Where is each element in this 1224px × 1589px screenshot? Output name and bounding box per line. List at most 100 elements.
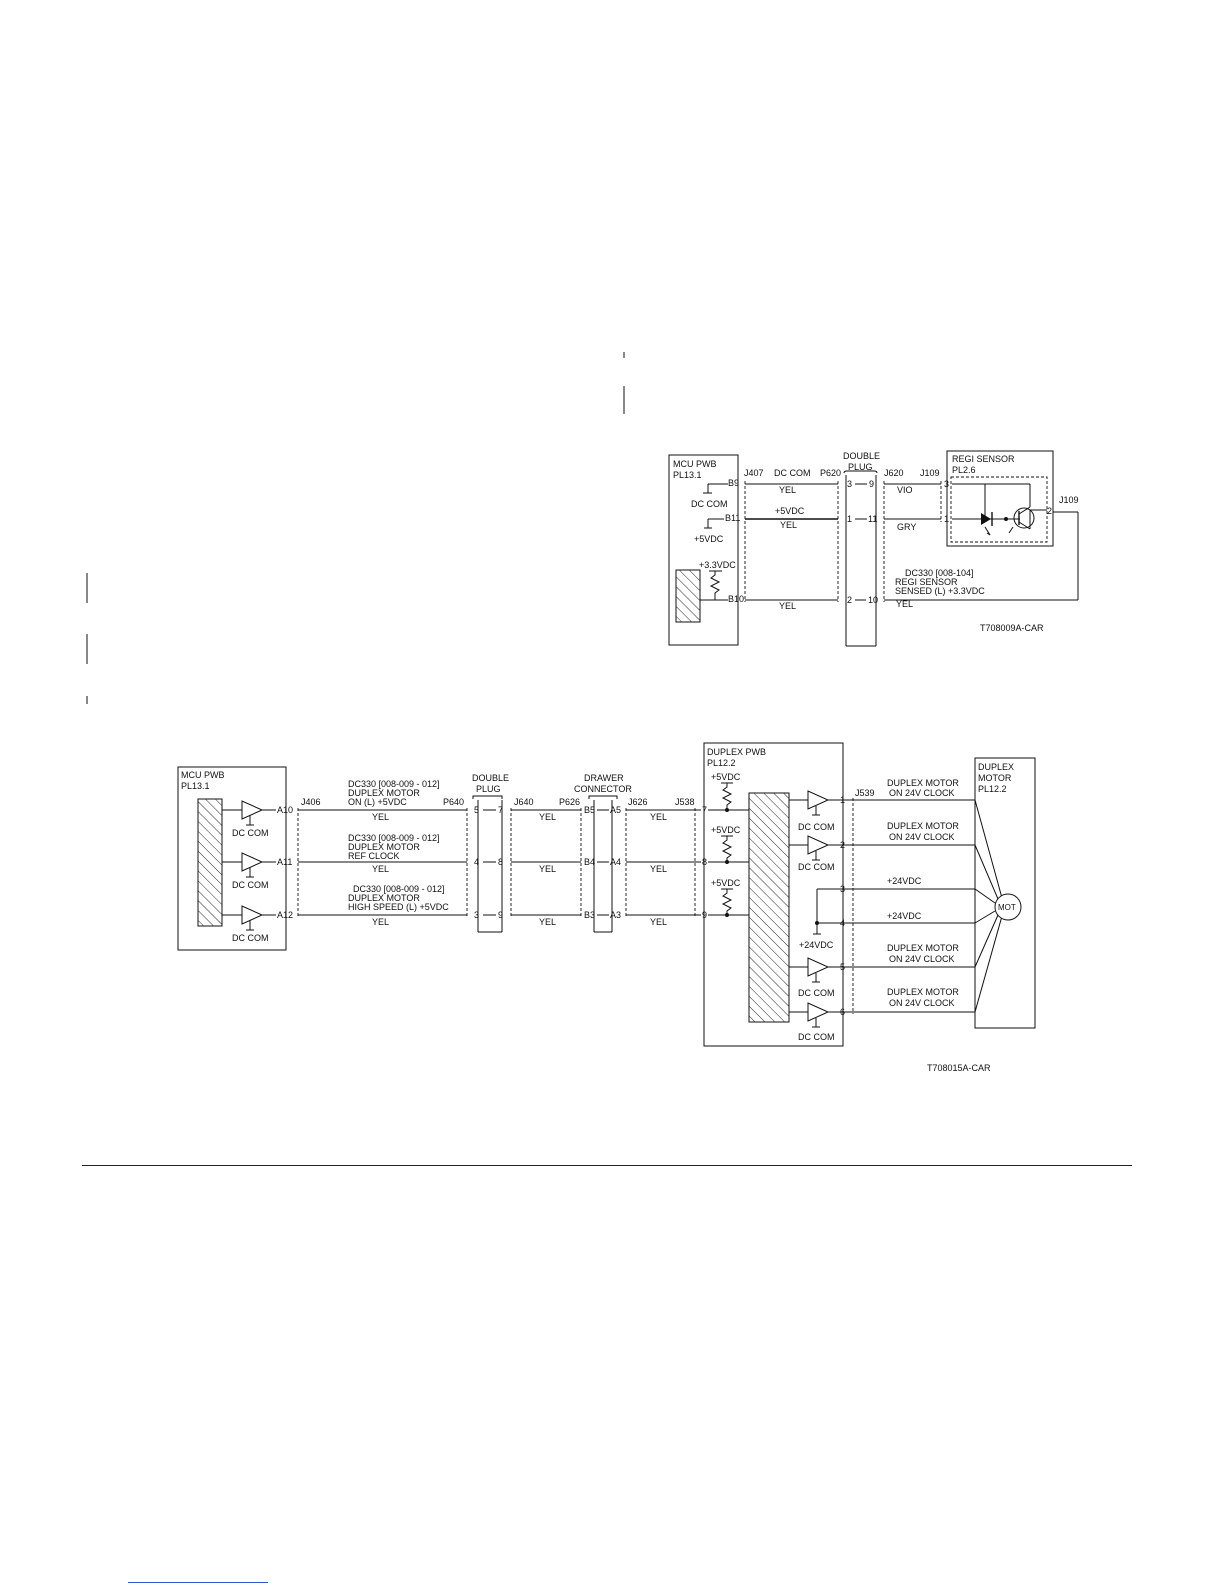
out1-l2: ON 24V CLOCK (889, 788, 955, 798)
led-icon (981, 513, 991, 525)
double-plug-2-line1: DOUBLE (472, 773, 509, 783)
plus5vdc-pullup-3: +5VDC (711, 878, 741, 888)
sig3-line2: DUPLEX MOTOR (348, 893, 420, 903)
regi-sensor-box (946, 450, 1054, 547)
dp2-pin-a: 1 (847, 514, 852, 524)
plus24-node: +24VDC (799, 888, 853, 950)
j406-label: J406 (301, 797, 321, 807)
plus5vdc-wire-label: +5VDC (775, 506, 805, 516)
j109-right-label: J109 (1059, 495, 1079, 505)
pin-a11: A11 (277, 857, 292, 867)
sensor-pin-2: 2 (1047, 506, 1052, 516)
dp1-pin-a: 3 (847, 479, 852, 489)
dc-com-label: DC COM (691, 499, 728, 509)
plus24vdc-node-label: +24VDC (799, 940, 834, 950)
plus33vdc-label: +3.3VDC (699, 560, 736, 570)
dc-com-wire-label: DC COM (774, 468, 811, 478)
mcu-ic-block (675, 569, 701, 623)
plus5vdc-pullup-2: +5VDC (711, 825, 741, 835)
vio-label: VIO (897, 485, 913, 495)
signal-line-1: DC330 [008-104] (905, 568, 974, 578)
pin-b11: B11 (725, 513, 740, 523)
mcu-pwb-ref: PL13.1 (673, 470, 702, 480)
phototransistor-icon (1013, 507, 1035, 529)
j620-label: J620 (884, 468, 904, 478)
yel-j626-2: YEL (650, 864, 667, 874)
motor-title-2: MOTOR (978, 773, 1012, 783)
pin-a12: A12 (277, 910, 293, 920)
motor-symbol (994, 893, 1022, 921)
mcu-pwb-box-2 (177, 766, 287, 951)
j538-label: J538 (675, 797, 695, 807)
pin-b10: B10 (728, 594, 744, 604)
yel-j626-3: YEL (650, 917, 667, 927)
sig3-line3: HIGH SPEED (L) +5VDC (348, 902, 449, 912)
out-pin-5: 5 (840, 962, 845, 972)
footer-link-underline[interactable] (128, 1582, 268, 1583)
sig1-line1: DC330 [008-009 - 012] (348, 779, 440, 789)
p626-label: P626 (559, 797, 580, 807)
dc-row3-a: B3 (584, 910, 595, 920)
yel-a12: YEL (372, 917, 389, 927)
dc-com-driver-5: DC COM (798, 988, 835, 998)
dp2-pin-b: 11 (868, 514, 877, 524)
dp1-pin-b: 9 (869, 479, 874, 489)
sig2-line3: REF CLOCK (348, 851, 400, 861)
j109-top-label: J109 (920, 468, 940, 478)
mot-label: MOT (998, 903, 1016, 912)
double-plug-2-line2: PLUG (476, 784, 501, 794)
sig2-line2: DUPLEX MOTOR (348, 842, 420, 852)
out-pin-6: 6 (840, 1007, 845, 1017)
regi-sensor-diagram: MCU PWB PL13.1 B9 DC COM B11 +5VDC +3.3V… (668, 450, 1079, 647)
yel-b9: YEL (779, 485, 796, 495)
motor-title-1: DUPLEX (978, 762, 1014, 772)
dc-com-a12: DC COM (232, 933, 269, 943)
mcu-pwb-ref-2: PL13.1 (181, 781, 210, 791)
yel-out: YEL (896, 599, 913, 609)
dp2-row2-b: 8 (498, 857, 503, 867)
out2-l1: DUPLEX MOTOR (887, 821, 959, 831)
duplex-pin-9: 9 (702, 910, 707, 920)
yel-j640-1: YEL (539, 812, 556, 822)
out6-l1: DUPLEX MOTOR (887, 987, 959, 997)
sensor-pin-1: 1 (944, 514, 949, 524)
dc-row2-b: A4 (610, 857, 621, 867)
dc-com-driver-1: DC COM (798, 822, 835, 832)
j539-label: J539 (855, 788, 875, 798)
page-divider (82, 1165, 1132, 1166)
diagram2-id: T708015A-CAR (927, 1063, 991, 1073)
p620-label: P620 (820, 468, 841, 478)
dc-row2-a: B4 (584, 857, 595, 867)
out4-l1: +24VDC (887, 911, 922, 921)
pullup-1: +5VDC (711, 772, 741, 812)
sig2-line1: DC330 [008-009 - 012] (348, 833, 440, 843)
dp3-pin-a: 2 (847, 595, 852, 605)
dc-com-driver-2: DC COM (798, 862, 835, 872)
out-pin-4: 4 (840, 918, 845, 928)
sig1-line2: DUPLEX MOTOR (348, 788, 420, 798)
signal-line-2: REGI SENSOR (895, 577, 958, 587)
pullup-2: +5VDC (711, 825, 741, 864)
duplex-pwb-box (703, 742, 844, 1047)
duplex-pwb-title: DUPLEX PWB (707, 747, 766, 757)
p640-label: P640 (443, 797, 464, 807)
yel-b10: YEL (779, 601, 796, 611)
j640-label: J640 (514, 797, 534, 807)
dc-com-a11: DC COM (232, 880, 269, 890)
yel-a10: YEL (372, 812, 389, 822)
driver-1: DC COM (789, 790, 853, 832)
out-pin-1: 1 (840, 795, 845, 805)
plus5vdc-label: +5VDC (694, 534, 724, 544)
duplex-pwb-ref: PL12.2 (707, 758, 736, 768)
duplex-motor-diagram: MCU PWB PL13.1 DC COM DC COM DC COM (177, 742, 1036, 1073)
dp2-row1-b: 7 (498, 805, 503, 815)
drawer-connector-line1: DRAWER (584, 773, 624, 783)
duplex-pin-8: 8 (702, 857, 707, 867)
yel-j626-1: YEL (650, 812, 667, 822)
yel-j640-3: YEL (539, 917, 556, 927)
j626-label: J626 (628, 797, 648, 807)
duplex-ic-block (748, 792, 790, 1023)
driver-6: DC COM (789, 1002, 853, 1042)
